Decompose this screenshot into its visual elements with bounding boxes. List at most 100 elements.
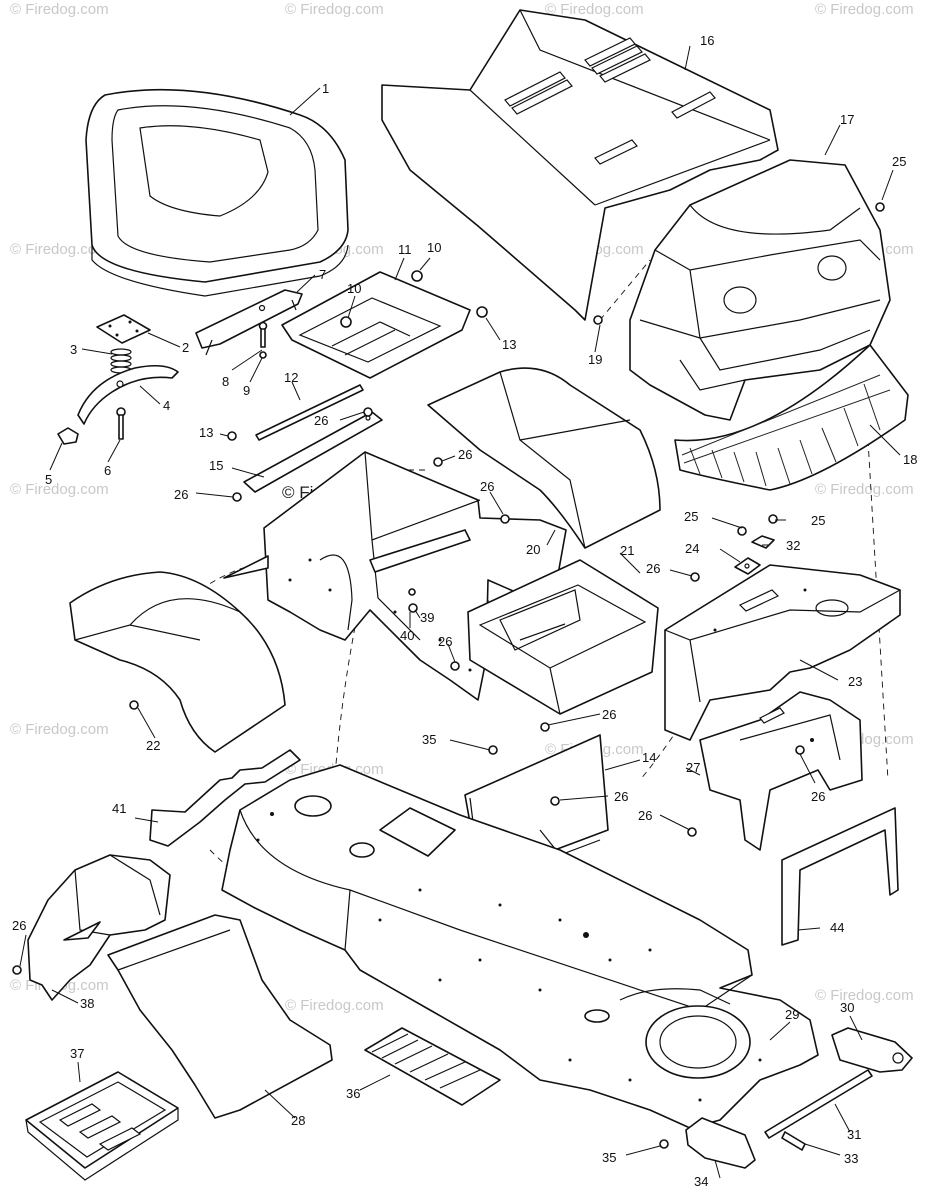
part-tie-rod [764,1069,873,1139]
part-heat-shield [107,914,333,1119]
watermark: © Firedog.com [10,721,109,738]
callout-26j: 26 [811,789,825,804]
callout-9: 9 [243,383,250,398]
callout-20: 20 [526,542,540,557]
callout-10a: 10 [347,281,361,296]
callout-35b: 35 [602,1150,616,1165]
callout-26h: 26 [614,789,628,804]
part-spring [110,348,132,374]
part-seat [85,88,349,297]
callout-25a: 25 [892,154,906,169]
callout-34: 34 [694,1174,708,1189]
callout-1: 1 [322,81,329,96]
callout-7: 7 [319,267,326,282]
part-bolt [116,407,126,440]
callout-28: 28 [291,1113,305,1128]
callout-21: 21 [620,543,634,558]
callout-29: 29 [785,1007,799,1022]
watermark: © Firedog.com [545,1,644,18]
watermark: © Firedog.com [285,1,384,18]
part-floor-mat [364,1027,501,1106]
part-main-frame [221,764,819,1129]
callout-40: 40 [400,628,414,643]
callout-25b: 25 [684,509,698,524]
part-seat-pan [281,271,471,379]
part-nuts [340,270,488,328]
callout-37: 37 [70,1046,84,1061]
part-seat-link [149,749,301,847]
callout-25c: 25 [811,513,825,528]
callout-32: 32 [786,538,800,553]
part-hood-support [781,807,899,946]
watermark: © Firedog.com [815,481,914,498]
part-rear-frame [223,451,567,701]
callout-36: 36 [346,1086,360,1101]
callout-11: 11 [398,242,412,257]
callout-26d: 26 [174,487,188,502]
part-fender-left [69,571,286,753]
callout-6: 6 [104,463,111,478]
callout-26g: 26 [602,707,616,722]
part-lower-bracket [685,1117,756,1169]
part-fender-right [427,367,661,549]
callout-10b: 10 [427,240,441,255]
callout-14: 14 [642,750,656,765]
watermark: © Firedog.com [10,481,109,498]
callout-18: 18 [903,452,917,467]
callout-26c: 26 [480,479,494,494]
callout-44: 44 [830,920,844,935]
part-dash-bracket [699,691,863,851]
part-plate [96,314,151,344]
part-pin [781,1131,806,1151]
part-spring-plate [77,364,179,425]
callout-13a: 13 [199,425,213,440]
part-dash-panel [381,9,779,321]
part-rod [255,384,364,441]
callout-26f: 26 [646,561,660,576]
callout-4: 4 [163,398,170,413]
callout-8: 8 [222,374,229,389]
callout-5: 5 [45,472,52,487]
callout-41: 41 [112,801,126,816]
callout-23: 23 [848,674,862,689]
callout-2: 2 [182,340,189,355]
part-console [664,564,901,741]
callout-17: 17 [840,112,854,127]
callout-24: 24 [685,541,699,556]
part-hood [629,159,891,421]
watermark: © Firedog.com [10,241,109,258]
callout-16: 16 [700,33,714,48]
callout-13b: 13 [502,337,516,352]
part-key-plate [734,557,761,575]
part-crossbar [243,411,383,493]
callout-3: 3 [70,342,77,357]
callout-26a: 26 [314,413,328,428]
callout-39: 39 [420,610,434,625]
callout-22: 22 [146,738,160,753]
fasteners [12,202,885,1149]
leader-lines [19,45,901,1179]
callout-26k: 26 [12,918,26,933]
part-grill [674,344,909,491]
callout-26b: 26 [458,447,472,462]
watermark: © Firedog.com [815,1,914,18]
callout-26i: 26 [638,808,652,823]
callout-33: 33 [844,1151,858,1166]
part-left-panel [27,854,171,1001]
part-hitch-bracket [831,1027,913,1073]
part-seat-bracket [195,289,303,356]
watermark: © Firedog.com [10,1,109,18]
callout-19: 19 [588,352,602,367]
callout-labels: 1 2 3 4 5 6 7 8 9 10 10 11 12 13 13 14 1… [12,33,917,1189]
part-tray [25,1071,179,1181]
callout-15: 15 [209,458,223,473]
callout-27: 27 [686,760,700,775]
part-battery-box [467,559,659,715]
callout-26e: 26 [438,634,452,649]
part-cap-plate [751,535,775,549]
watermark: © Firedog.com [285,997,384,1014]
callout-35a: 35 [422,732,436,747]
callout-12: 12 [284,370,298,385]
part-clip [57,427,79,445]
